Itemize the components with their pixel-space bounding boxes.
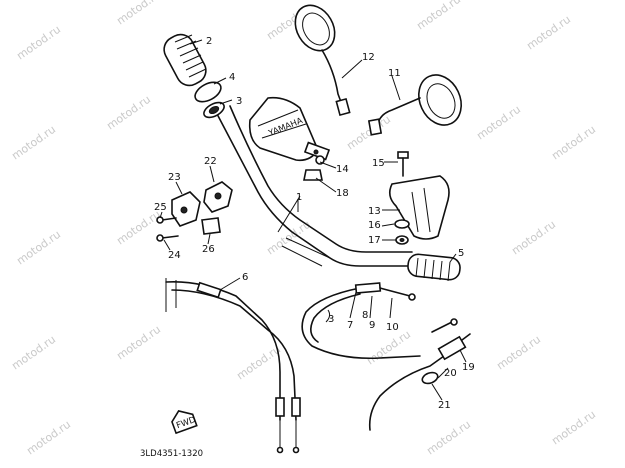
lever-holder [201,181,233,235]
watermark: motod.ru [14,23,63,63]
handlebar [215,105,413,267]
callout-9: 9 [369,320,375,331]
callout-1: 1 [296,192,302,203]
watermark: motod.ru [114,208,163,248]
watermark: motod.ru [474,103,523,143]
callout-8: 8 [362,310,368,321]
watermark-layer: motod.ru motod.ru motod.ru motod.ru moto… [9,0,598,457]
clutch-cable [301,282,421,360]
callout-11: 11 [388,68,401,79]
callout-21: 21 [438,400,451,411]
right-grip [407,253,461,282]
watermark: motod.ru [424,418,473,458]
callout-4: 4 [229,72,235,83]
callout-7: 7 [347,320,353,331]
holder-screws [156,216,179,242]
callout-13: 13 [368,206,381,217]
throttle-collar [194,81,225,119]
watermark: motod.ru [234,343,283,383]
watermark: motod.ru [524,13,573,53]
watermark: motod.ru [14,228,63,268]
watermark: motod.ru [549,408,598,448]
watermark: motod.ru [114,323,163,363]
diagram-code: 3LD4351-1320 [140,449,203,459]
callout-26: 26 [202,244,215,255]
callout-3-cable: 3 [328,314,334,325]
callout-2: 2 [206,36,212,47]
callout-18: 18 [336,188,349,199]
callout-15: 15 [372,158,385,169]
callout-17: 17 [368,235,381,246]
throttle-cable [165,278,301,454]
callout-10: 10 [386,322,399,333]
callout-23: 23 [168,172,181,183]
callout-5: 5 [458,248,464,259]
callout-20: 20 [444,368,457,379]
callout-12: 12 [362,52,375,63]
watermark: motod.ru [24,418,73,458]
callout-19: 19 [462,362,475,373]
fasteners [303,151,410,245]
watermark: motod.ru [364,328,413,368]
starter-cable [368,318,471,431]
watermark: motod.ru [549,123,598,163]
right-mirror [367,74,462,136]
right-hand-guard [388,175,450,240]
leader-lines [159,39,467,401]
watermark: motod.ru [344,113,393,153]
watermark: motod.ru [509,218,558,258]
callout-14: 14 [336,164,349,175]
watermark: motod.ru [114,0,163,27]
left-mirror [294,4,351,117]
watermark: motod.ru [494,333,543,373]
callout-3: 3 [236,96,242,107]
watermark: motod.ru [9,123,58,163]
callout-22: 22 [204,156,217,167]
watermark: motod.ru [414,0,463,32]
callout-25: 25 [154,202,167,213]
callout-6: 6 [242,272,248,283]
watermark: motod.ru [9,333,58,373]
left-hand-guard: YAMAHA [248,96,331,162]
front-direction-badge: FWD [171,410,198,435]
callout-labels: 2 4 3 1 5 6 3 7 8 9 10 11 12 13 14 15 16… [154,36,475,411]
switch-holder [171,191,201,227]
callout-24: 24 [168,250,181,261]
watermark: motod.ru [104,93,153,133]
callout-16: 16 [368,220,381,231]
left-grip [163,33,207,87]
